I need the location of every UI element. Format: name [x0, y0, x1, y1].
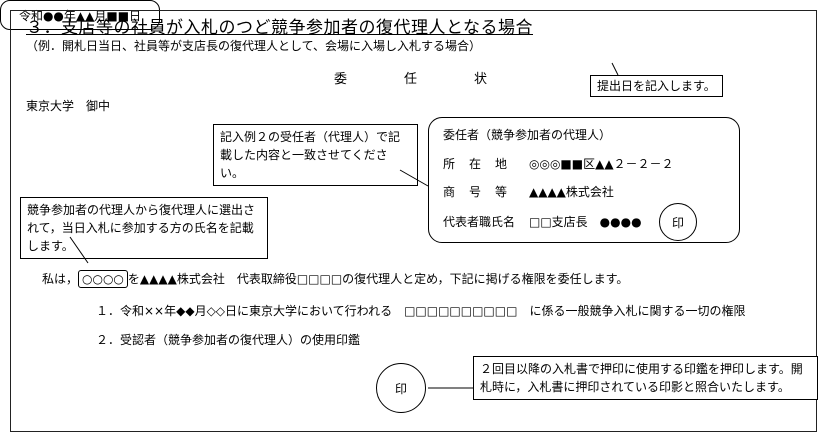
date-note: 提出日を記入します。 — [590, 75, 723, 97]
principal-company-row: 商号等 ▲▲▲▲株式会社 — [443, 183, 614, 200]
company-value: ▲▲▲▲株式会社 — [529, 185, 614, 199]
principal-address-row: 所在地 ◎◎◎■■区▲▲２－２－２ — [443, 155, 674, 172]
seal-callout: ２回目以降の入札書で押印に使用する印鑑を押印します。開札時に，入札書に押印されて… — [473, 356, 818, 400]
section-heading: ３．支店等の社員が入札のつど競争参加者の復代理人となる場合 — [26, 18, 533, 38]
date-box: 令和●●年▲▲月■■日 — [0, 0, 160, 30]
company-label: 商号等 — [443, 185, 522, 199]
section-subheading: （例．開札日当日、社員等が支店長の復代理人として、会場に入場し入札する場合） — [26, 39, 482, 53]
delegation-statement: 私は，○○○○を▲▲▲▲株式会社 代表取締役□□□□の復代理人と定め，下記に掲げ… — [42, 270, 628, 288]
representative-callout: 記入例２の受任者（代理人）で記載した内容と一致させてください。 — [213, 124, 418, 186]
address-label: 所在地 — [443, 157, 522, 171]
document-frame — [10, 10, 817, 432]
principal-box: 委任者（競争参加者の代理人） 所在地 ◎◎◎■■区▲▲２－２－２ 商号等 ▲▲▲▲株… — [428, 117, 740, 243]
address-value: ◎◎◎■■区▲▲２－２－２ — [529, 157, 674, 171]
agent-name-box: ○○○○ — [78, 270, 128, 288]
principal-rep-row: 代表者職氏名 □□支店長 ●●●● — [443, 213, 642, 230]
principal-heading: 委任者（競争参加者の代理人） — [443, 128, 612, 142]
authority-item-2: ２．受認者（競争参加者の復代理人）の使用印鑑 — [96, 333, 361, 347]
rep-value: □□支店長 ●●●● — [529, 215, 642, 229]
bidder-callout: 競争参加者の代理人から復代理人に選出されて，当日入札に参加する方の氏名を記載しま… — [20, 197, 268, 259]
seal-stamp: 印 — [376, 363, 426, 413]
principal-seal: 印 — [659, 203, 697, 241]
delegation-prefix: 私は， — [42, 272, 79, 286]
delegation-text: を▲▲▲▲株式会社 代表取締役□□□□の復代理人と定め，下記に掲げる権限を委任し… — [127, 272, 629, 286]
authority-item-1: １．令和××年◆◆月◇◇日に東京大学において行われる □□□□□□□□□□ に係… — [96, 304, 746, 318]
document-title: 委 任 状 — [334, 72, 510, 87]
rep-label: 代表者職氏名 — [443, 215, 516, 229]
addressee: 東京大学 御中 — [26, 99, 111, 113]
